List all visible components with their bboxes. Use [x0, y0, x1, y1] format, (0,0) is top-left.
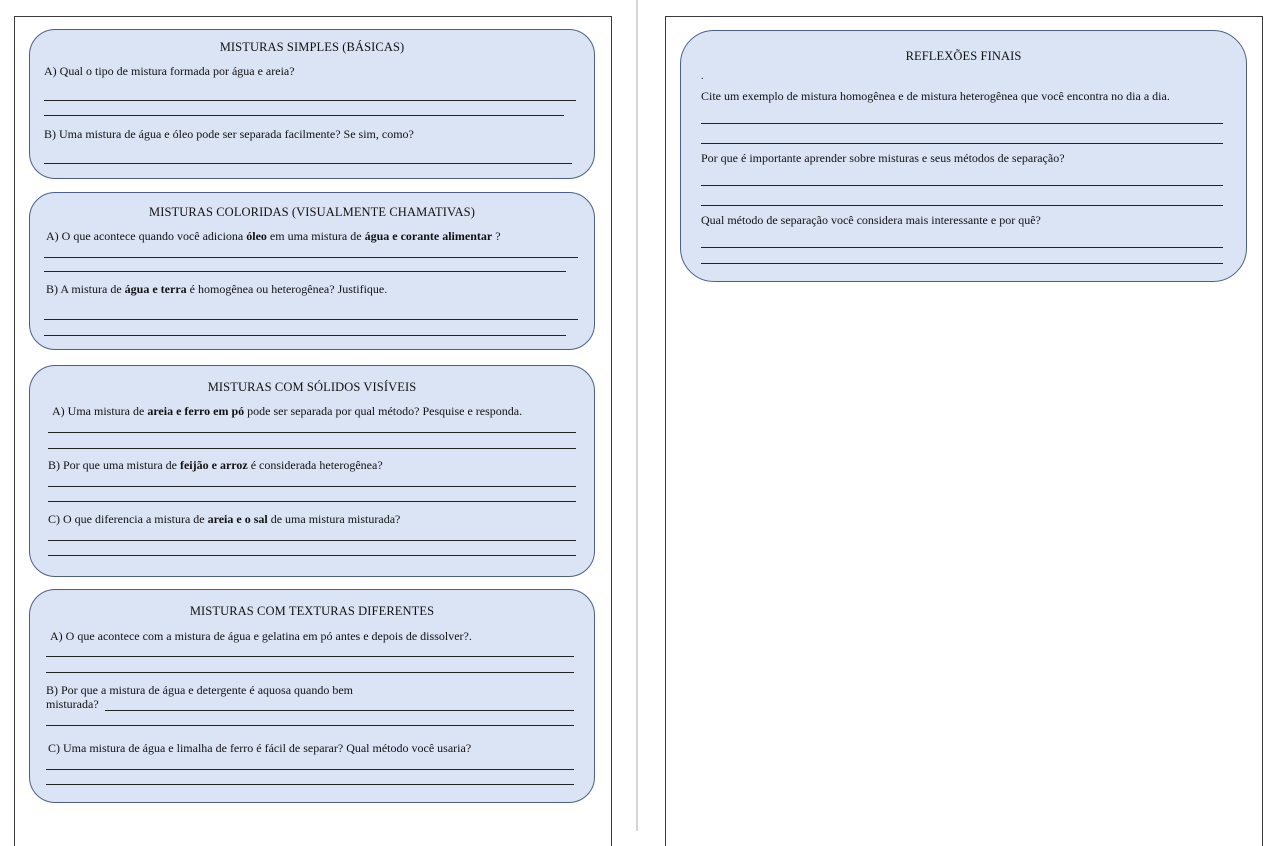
answer-line[interactable]: [48, 501, 576, 502]
question-b-line1: B) Por que a mistura de água e detergent…: [46, 683, 354, 697]
answer-line[interactable]: [44, 319, 578, 320]
question-b-line2: misturada?: [46, 697, 99, 711]
section-title: MISTURAS COM SÓLIDOS VISÍVEIS: [207, 380, 417, 394]
question-c: C) O que diferencia a mistura de areia e…: [48, 512, 401, 526]
section-title: REFLEXÕES FINAIS: [905, 49, 1022, 63]
worksheet-page-2: REFLEXÕES FINAIS . Cite um exemplo de mi…: [665, 16, 1263, 846]
page-divider: [636, 0, 638, 831]
answer-line[interactable]: [46, 769, 574, 770]
worksheet-page-1: MISTURAS SIMPLES (BÁSICAS) A) Qual o tip…: [14, 16, 612, 846]
section-misturas-texturas: MISTURAS COM TEXTURAS DIFERENTES A) O qu…: [29, 589, 595, 803]
question-2: Por que é importante aprender sobre mist…: [701, 151, 1065, 165]
answer-line[interactable]: [105, 710, 574, 711]
answer-line[interactable]: [44, 257, 578, 258]
answer-line[interactable]: [701, 123, 1223, 124]
question-c: C) Uma mistura de água e limalha de ferr…: [48, 741, 472, 755]
question-a: A) Qual o tipo de mistura formada por ág…: [44, 64, 295, 78]
section-misturas-simples: MISTURAS SIMPLES (BÁSICAS) A) Qual o tip…: [29, 29, 595, 179]
question-a: A) O que acontece quando você adiciona ó…: [46, 229, 501, 243]
section-title: MISTURAS COLORIDAS (VISUALMENTE CHAMATIV…: [149, 205, 475, 219]
answer-line[interactable]: [44, 100, 576, 101]
section-reflexoes-finais: REFLEXÕES FINAIS . Cite um exemplo de mi…: [680, 30, 1247, 282]
question-a: A) O que acontece com a mistura de água …: [50, 629, 472, 643]
answer-line[interactable]: [48, 555, 576, 556]
answer-line[interactable]: [46, 656, 574, 657]
answer-line[interactable]: [701, 247, 1223, 248]
section-misturas-coloridas: MISTURAS COLORIDAS (VISUALMENTE CHAMATIV…: [29, 192, 595, 350]
answer-line[interactable]: [701, 143, 1223, 144]
answer-line[interactable]: [48, 432, 576, 433]
answer-line[interactable]: [48, 540, 576, 541]
answer-line[interactable]: [44, 335, 566, 336]
answer-line[interactable]: [44, 163, 572, 164]
answer-line[interactable]: [48, 486, 576, 487]
answer-line[interactable]: [44, 271, 566, 272]
answer-line[interactable]: [701, 263, 1223, 264]
answer-line[interactable]: [46, 725, 574, 726]
question-3: Qual método de separação você considera …: [701, 213, 1041, 227]
question-b: B) Uma mistura de água e óleo pode ser s…: [44, 127, 414, 141]
stray-dot: .: [701, 71, 704, 82]
answer-line[interactable]: [701, 185, 1223, 186]
answer-line[interactable]: [46, 672, 574, 673]
question-b: B) A mistura de água e terra é homogênea…: [46, 282, 388, 296]
answer-line[interactable]: [44, 115, 564, 116]
answer-line[interactable]: [46, 784, 574, 785]
answer-line[interactable]: [48, 448, 576, 449]
question-b: B) Por que uma mistura de feijão e arroz…: [48, 458, 383, 472]
question-1: Cite um exemplo de mistura homogênea e d…: [701, 89, 1170, 103]
question-a: A) Uma mistura de areia e ferro em pó po…: [52, 404, 523, 418]
section-misturas-solidos: MISTURAS COM SÓLIDOS VISÍVEIS A) Uma mis…: [29, 365, 595, 577]
answer-line[interactable]: [701, 205, 1223, 206]
section-title: MISTURAS SIMPLES (BÁSICAS): [219, 40, 405, 54]
section-title: MISTURAS COM TEXTURAS DIFERENTES: [189, 604, 435, 618]
